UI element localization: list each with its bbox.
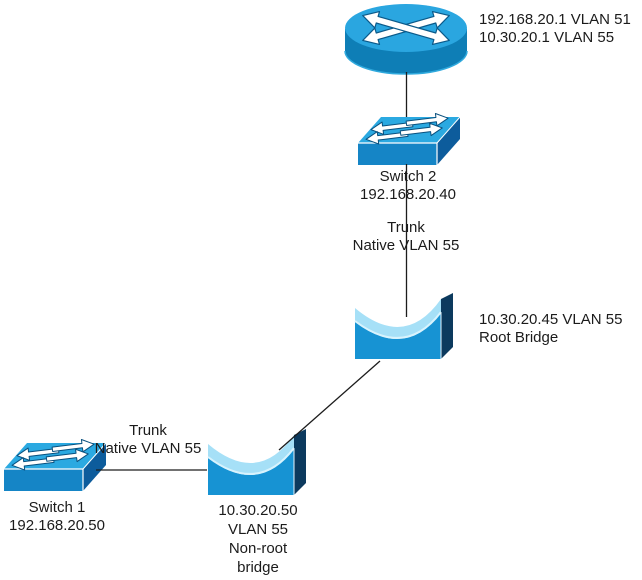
trunk-top-title-label: Trunk bbox=[387, 219, 425, 236]
root-bridge-ip-label: 10.30.20.45 VLAN 55 bbox=[479, 311, 623, 328]
nonroot-bridge-icon bbox=[206, 428, 312, 507]
nonroot-bridge-labels: 10.30.20.50 VLAN 55 Non-root bridge bbox=[188, 501, 328, 577]
nonroot-bridge-vlan-label: VLAN 55 bbox=[227, 521, 289, 538]
trunk-bottom-labels: Trunk Native VLAN 55 bbox=[73, 422, 223, 458]
switch2-labels: Switch 2 192.168.20.40 bbox=[333, 168, 483, 204]
switch2-name-label: Switch 2 bbox=[379, 168, 437, 185]
switch2-ip-label: 192.168.20.40 bbox=[360, 186, 456, 203]
switch1-labels: Switch 1 192.168.20.50 bbox=[1, 499, 113, 535]
root-bridge-labels: 10.30.20.45 VLAN 55 Root Bridge bbox=[479, 311, 622, 347]
trunk-top-native-vlan-label: Native VLAN 55 bbox=[352, 237, 460, 254]
switch1-ip-label: 192.168.20.50 bbox=[9, 517, 105, 534]
switch2-icon bbox=[356, 112, 462, 175]
trunk-bottom-title-label: Trunk bbox=[129, 422, 167, 439]
nonroot-bridge-ip-label: 10.30.20.50 bbox=[218, 502, 298, 519]
trunk-bottom-native-vlan-label: Native VLAN 55 bbox=[94, 440, 202, 457]
router-labels: 192.168.20.1 VLAN 51 10.30.20.1 VLAN 55 bbox=[479, 11, 631, 47]
nonroot-bridge-role-label-line2: bridge bbox=[237, 559, 279, 576]
nonroot-bridge-role-label-line1: Non-root bbox=[228, 540, 288, 557]
switch1-icon bbox=[2, 438, 108, 501]
router-ip-vlan55-label: 10.30.20.1 VLAN 55 bbox=[479, 29, 615, 46]
root-bridge-icon bbox=[353, 292, 459, 371]
trunk-top-labels: Trunk Native VLAN 55 bbox=[331, 219, 481, 255]
root-bridge-role-label: Root Bridge bbox=[479, 329, 559, 346]
router-icon bbox=[343, 1, 469, 82]
switch1-name-label: Switch 1 bbox=[28, 499, 86, 516]
router-ip-vlan51-label: 192.168.20.1 VLAN 51 bbox=[479, 11, 631, 28]
